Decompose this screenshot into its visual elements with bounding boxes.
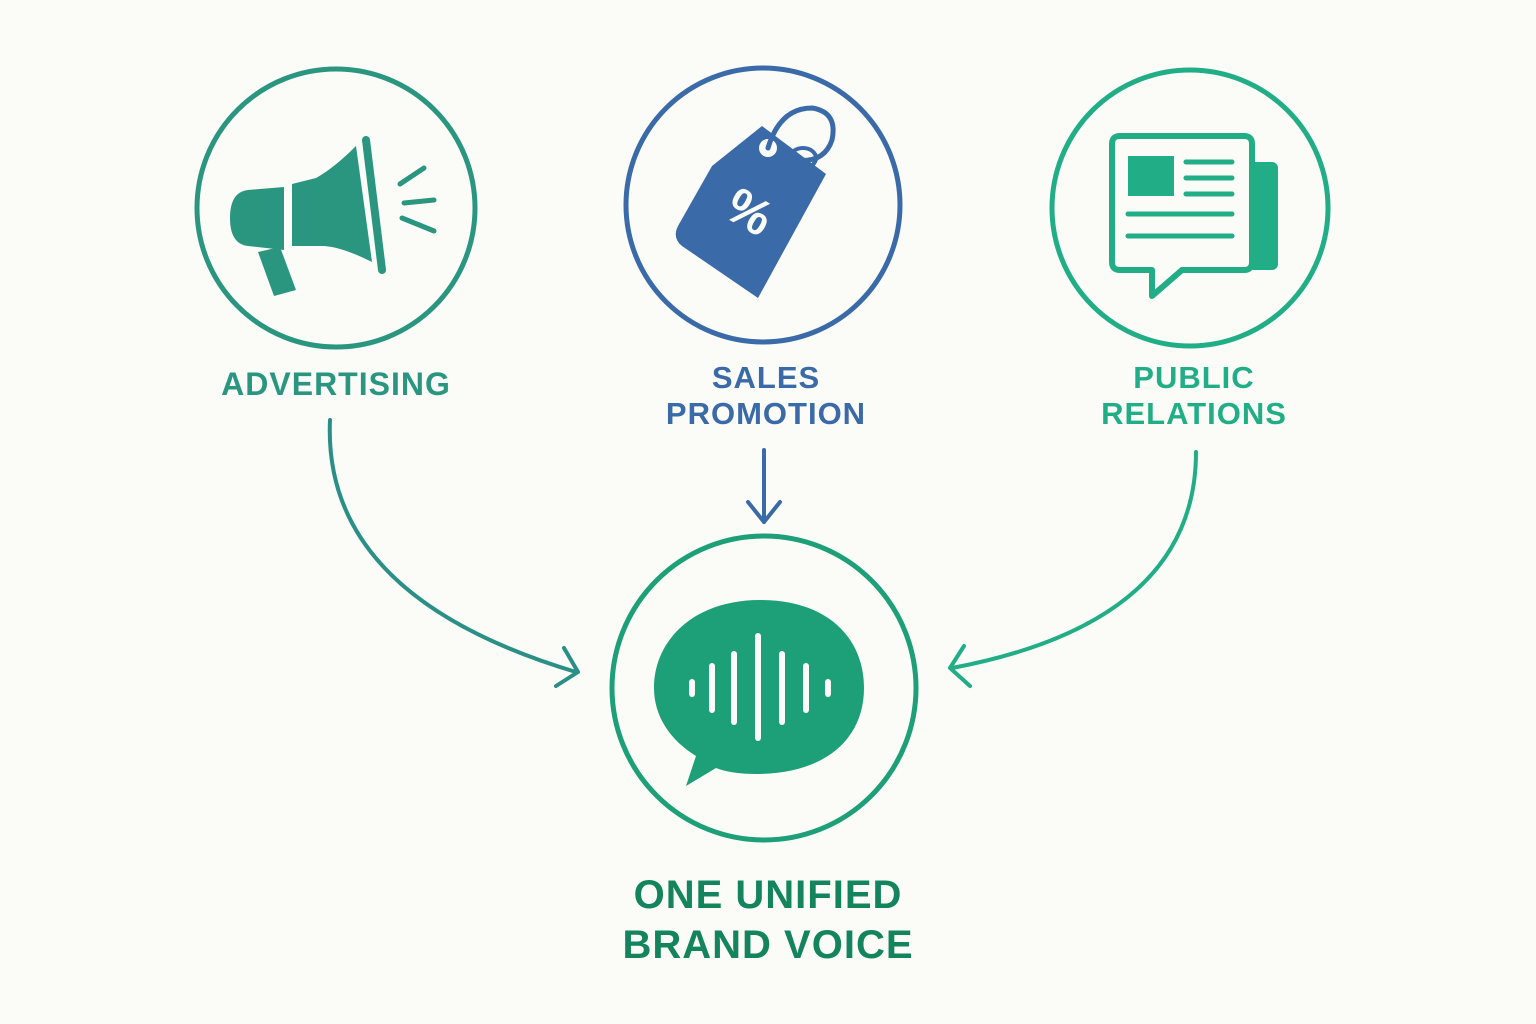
public-relations-label: PUBLIC RELATIONS	[1044, 360, 1344, 432]
sales-promotion-label-line-1: SALES	[711, 360, 821, 395]
public-relations-node	[1049, 67, 1331, 349]
unified-circle	[609, 533, 919, 843]
newspaper-speech-icon	[1109, 133, 1278, 299]
edge-advertising-to-unified	[327, 418, 580, 688]
advertising-circle	[194, 66, 478, 350]
sales-promotion-label: SALES PROMOTION	[616, 360, 916, 432]
unified-node	[609, 533, 919, 843]
advertising-label-line: ADVERTISING	[221, 366, 451, 402]
unified-label: ONE UNIFIED BRAND VOICE	[568, 870, 968, 970]
edge-public-relations-to-unified	[948, 450, 1198, 688]
unified-label-line-1: ONE UNIFIED	[633, 873, 903, 917]
sales-promotion-circle	[623, 65, 903, 345]
price-tag-percent-icon: %	[675, 105, 836, 298]
public-relations-label-line-1: PUBLIC	[1133, 360, 1255, 395]
advertising-node	[194, 66, 478, 350]
voice-bubble-icon	[654, 600, 864, 786]
edge-sales-promotion-to-unified	[746, 448, 782, 524]
advertising-label: ADVERTISING	[186, 366, 486, 402]
sales-promotion-label-line-2: PROMOTION	[665, 396, 867, 431]
megaphone-icon	[230, 136, 437, 296]
public-relations-circle	[1049, 67, 1331, 349]
unified-label-line-2: BRAND VOICE	[622, 923, 914, 967]
public-relations-label-line-2: RELATIONS	[1101, 396, 1287, 431]
sales-promotion-node: %	[623, 65, 903, 345]
